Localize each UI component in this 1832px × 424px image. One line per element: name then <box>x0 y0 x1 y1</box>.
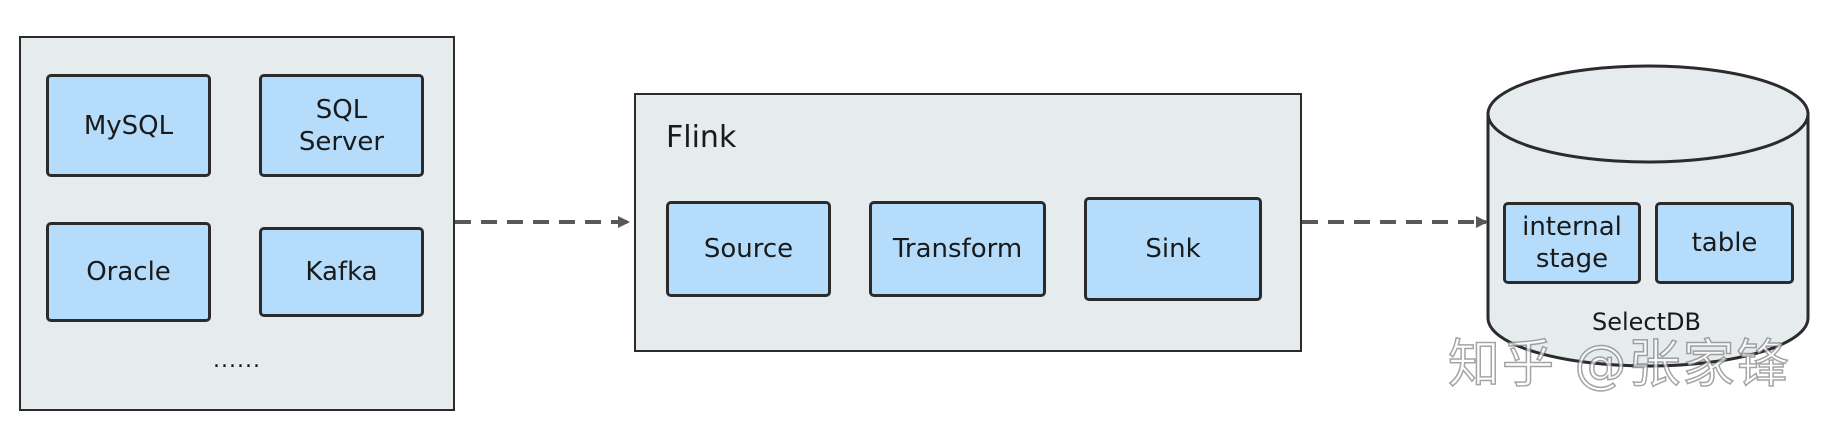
sources-more-ellipsis: ...... <box>213 348 261 373</box>
flink-stage-sink[interactable]: Sink <box>1084 197 1262 301</box>
selectdb-label: SelectDB <box>1592 308 1701 336</box>
watermark-text: 知乎 @张家锋 <box>1447 334 1791 396</box>
flink-title: Flink <box>666 120 737 155</box>
flink-stage-transform[interactable]: Transform <box>869 201 1046 297</box>
selectdb-item-internal-stage[interactable]: internal stage <box>1503 202 1641 284</box>
source-node-mysql[interactable]: MySQL <box>46 74 211 177</box>
source-node-sql-server[interactable]: SQL Server <box>259 74 424 177</box>
source-node-kafka[interactable]: Kafka <box>259 227 424 317</box>
selectdb-cylinder-top <box>1486 64 1810 164</box>
flink-stage-source[interactable]: Source <box>666 201 831 297</box>
selectdb-cylinder-body <box>1486 112 1810 368</box>
selectdb-item-table[interactable]: table <box>1655 202 1794 284</box>
source-node-oracle[interactable]: Oracle <box>46 222 211 322</box>
